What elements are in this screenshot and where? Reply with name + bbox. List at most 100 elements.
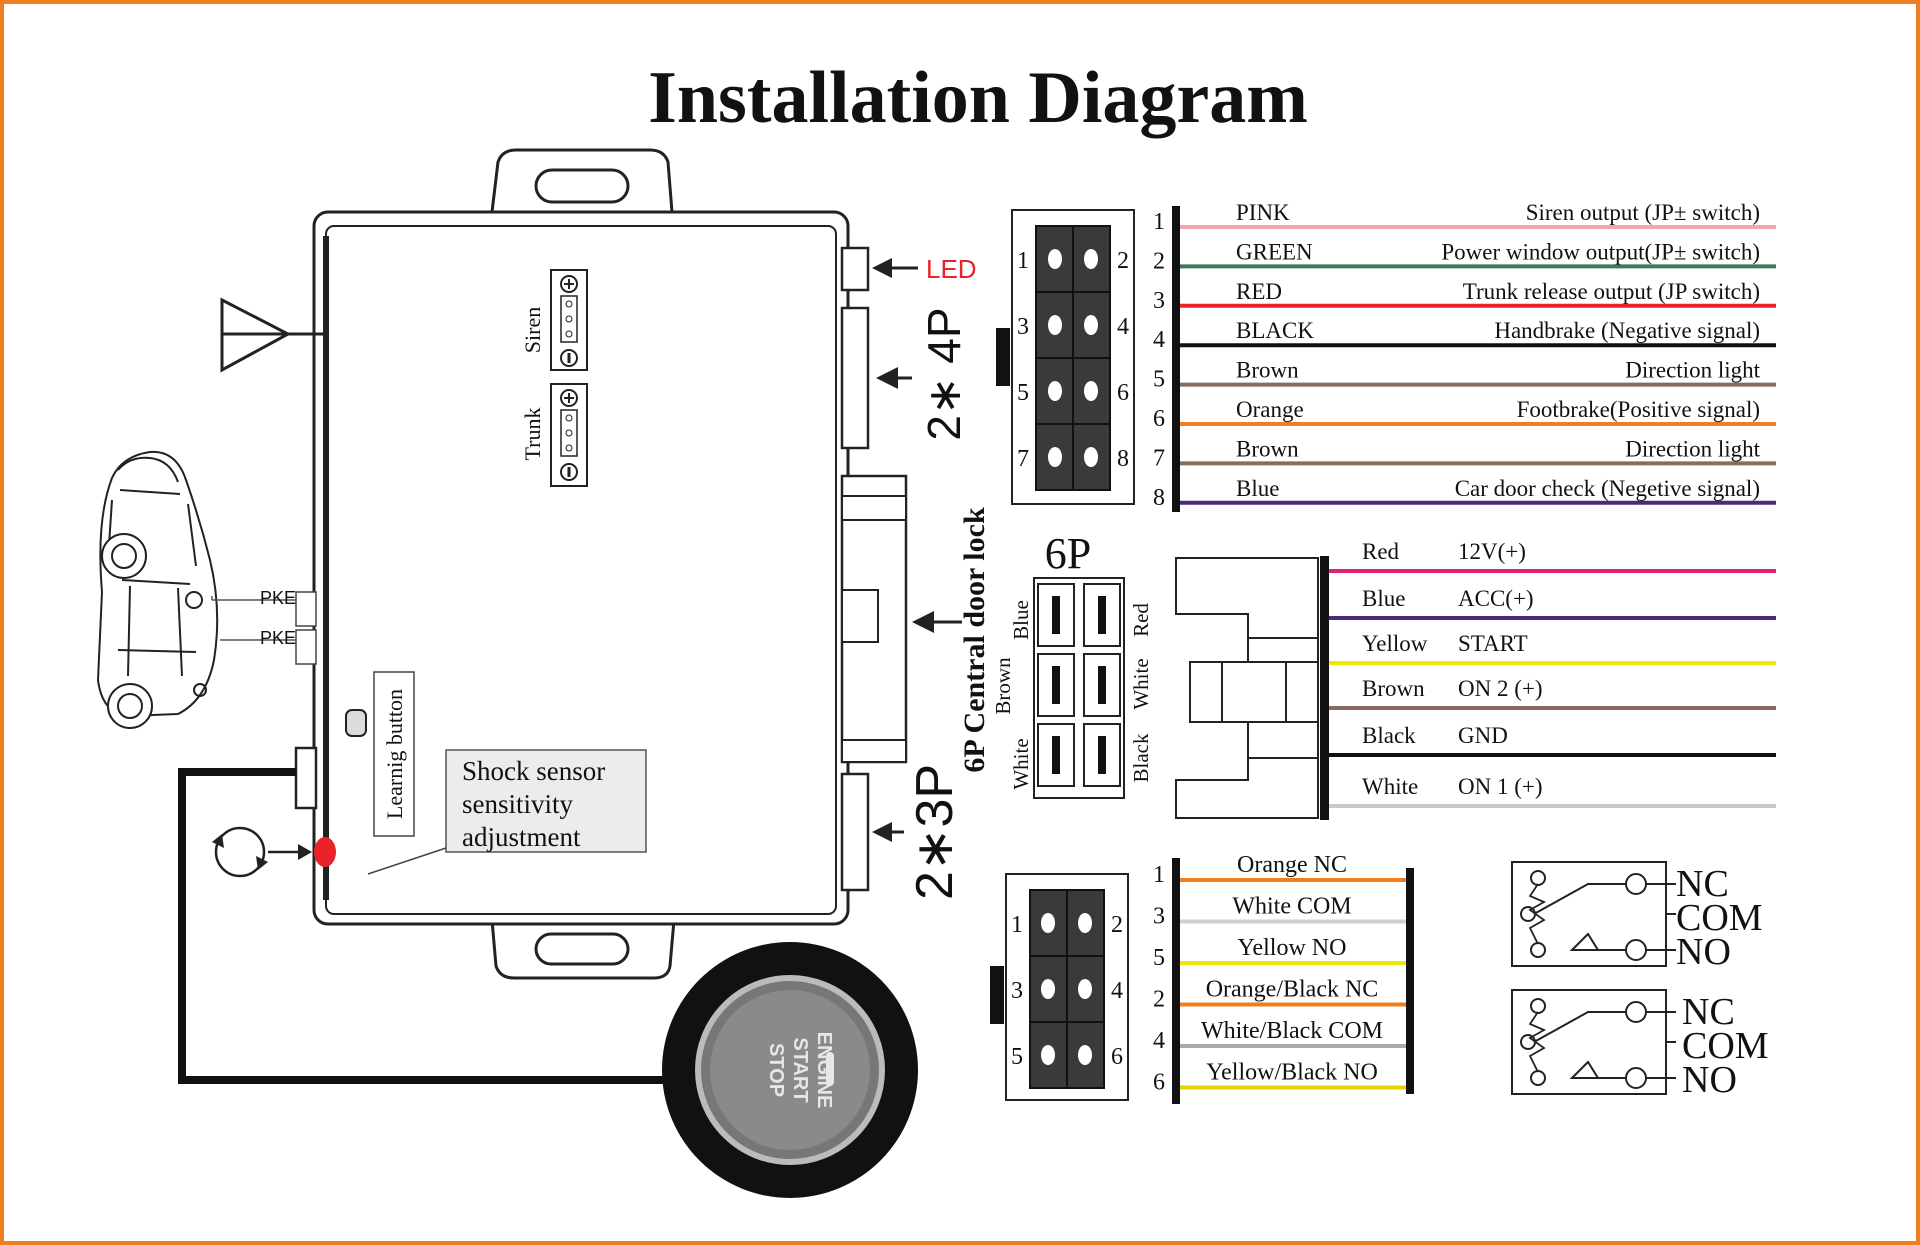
connector-pin xyxy=(1084,249,1098,269)
arrow-left-icon xyxy=(872,822,892,842)
connector-pin xyxy=(1048,381,1062,401)
lock-label-brown: Brown xyxy=(991,657,1015,715)
wire-bus-bar xyxy=(1172,206,1180,512)
power-wire-color: Brown xyxy=(1362,676,1425,701)
pke-port-1 xyxy=(295,591,317,627)
wire-function-label: Car door check (Negetive signal) xyxy=(1455,476,1760,501)
shock-sensor-adjust-knob[interactable] xyxy=(314,837,336,867)
car-icon xyxy=(96,450,219,729)
wire-bus-bar xyxy=(1172,858,1180,1104)
wire-number: 8 xyxy=(1153,485,1165,511)
arrow-left-icon xyxy=(912,611,934,633)
top-mount-hole xyxy=(534,168,630,204)
relay-nc-label: NC xyxy=(1676,863,1729,905)
siren-jumper[interactable]: Siren xyxy=(520,269,588,371)
wire-number: 3 xyxy=(1153,288,1165,314)
connector-pin xyxy=(1048,447,1062,467)
wire-number: 5 xyxy=(1153,945,1165,971)
power-wire-function: ON 2 (+) xyxy=(1458,676,1543,701)
wire-function-label: Direction light xyxy=(1625,358,1760,383)
start-button-wire xyxy=(178,768,680,1084)
start-button-line-2: START xyxy=(789,1037,811,1102)
connector-pin xyxy=(1048,315,1062,335)
wire-number: 2 xyxy=(1153,987,1165,1013)
pke-label-2: PKE xyxy=(260,628,296,648)
wire-function-label: Trunk release output (JP switch) xyxy=(1463,279,1760,304)
wire-number: 2 xyxy=(1153,248,1165,274)
wire-color-label: Orange xyxy=(1236,397,1304,422)
wire-number: 6 xyxy=(1153,406,1165,432)
wire-number: 7 xyxy=(1153,445,1165,471)
lock-label-blue: Blue xyxy=(1009,600,1033,640)
wire-number: 1 xyxy=(1153,209,1165,235)
connector-pin xyxy=(1084,447,1098,467)
power-wire-function: START xyxy=(1458,631,1528,656)
learning-button-label: Learnig button xyxy=(382,689,407,819)
pin-number: 1 xyxy=(1017,248,1029,274)
connector-pin xyxy=(1078,979,1092,999)
learning-button[interactable]: Learnig button xyxy=(345,671,415,837)
wire-color-label: Brown xyxy=(1236,358,1299,383)
relay-wire-label: Orange/Black NC xyxy=(1206,977,1379,1003)
pin-number: 6 xyxy=(1117,380,1129,406)
start-button-line-3: STOP xyxy=(765,1043,787,1097)
pin-number: 1 xyxy=(1011,912,1023,938)
wire-bus-bar xyxy=(1320,556,1329,820)
relay-no-label: NO xyxy=(1676,931,1731,973)
start-button-port xyxy=(294,746,318,810)
connector-pin xyxy=(1041,913,1055,933)
connector-3p-label: 2∗3P xyxy=(906,764,964,900)
learning-button-knob[interactable] xyxy=(345,709,367,737)
power-wire-function: 12V(+) xyxy=(1458,539,1526,564)
wire-number: 4 xyxy=(1153,1028,1165,1054)
port-4p xyxy=(840,306,870,450)
pin-number: 6 xyxy=(1111,1044,1123,1070)
rotate-icon xyxy=(212,826,268,878)
lock-label-red: Red xyxy=(1129,603,1153,637)
pke-port-2 xyxy=(295,629,317,665)
relay-nc-label: NC xyxy=(1682,991,1735,1033)
trunk-jumper[interactable]: Trunk xyxy=(520,383,588,487)
shock-sensor-line-3: adjustment xyxy=(462,822,581,852)
relay-wire-label: Yellow/Black NO xyxy=(1206,1060,1378,1086)
bottom-mount-hole xyxy=(534,932,630,966)
relay-wire-label: White COM xyxy=(1232,894,1351,920)
power-connector xyxy=(1175,556,1329,820)
siren-label: Siren xyxy=(520,307,545,353)
relay-com-label: COM xyxy=(1682,1025,1769,1067)
connector-6p-central-lock: 6P Blue Brown White Red White Black xyxy=(991,529,1153,799)
connector-pin xyxy=(1041,979,1055,999)
pin-number: 2 xyxy=(1111,912,1123,938)
power-wire-color: Black xyxy=(1362,723,1416,748)
wire-color-label: GREEN xyxy=(1236,239,1313,264)
wire-number: 4 xyxy=(1153,327,1165,353)
power-wire-function: ACC(+) xyxy=(1458,586,1534,611)
shock-sensor-line-1: Shock sensor xyxy=(462,756,605,786)
engine-start-stop-button[interactable]: ENGINE START STOP xyxy=(662,942,918,1198)
relay-com-label: COM xyxy=(1676,897,1763,939)
power-wire-color: Blue xyxy=(1362,586,1405,611)
pin-number: 3 xyxy=(1017,314,1029,340)
wire-bus-bar-right xyxy=(1406,868,1414,1094)
led-indicator xyxy=(826,1052,834,1086)
wire-number: 5 xyxy=(1153,367,1165,393)
pin-number: 8 xyxy=(1117,446,1129,472)
pin-number: 5 xyxy=(1011,1044,1023,1070)
lock-label-white-left: White xyxy=(1009,738,1033,789)
wire-function-label: Siren output (JP± switch) xyxy=(1526,200,1760,225)
arrow-right-icon xyxy=(298,844,312,860)
relay-wire-label: Yellow NO xyxy=(1238,935,1347,961)
power-wire-color: Red xyxy=(1362,539,1400,564)
connector-6p-title: 6P xyxy=(1045,529,1091,578)
start-button-line-1: ENGINE xyxy=(813,1032,835,1109)
arrow-left-icon xyxy=(872,258,892,278)
wire-number: 3 xyxy=(1153,904,1165,930)
central-lock-label: 6P Central door lock xyxy=(958,507,991,773)
connector-pin xyxy=(1048,249,1062,269)
